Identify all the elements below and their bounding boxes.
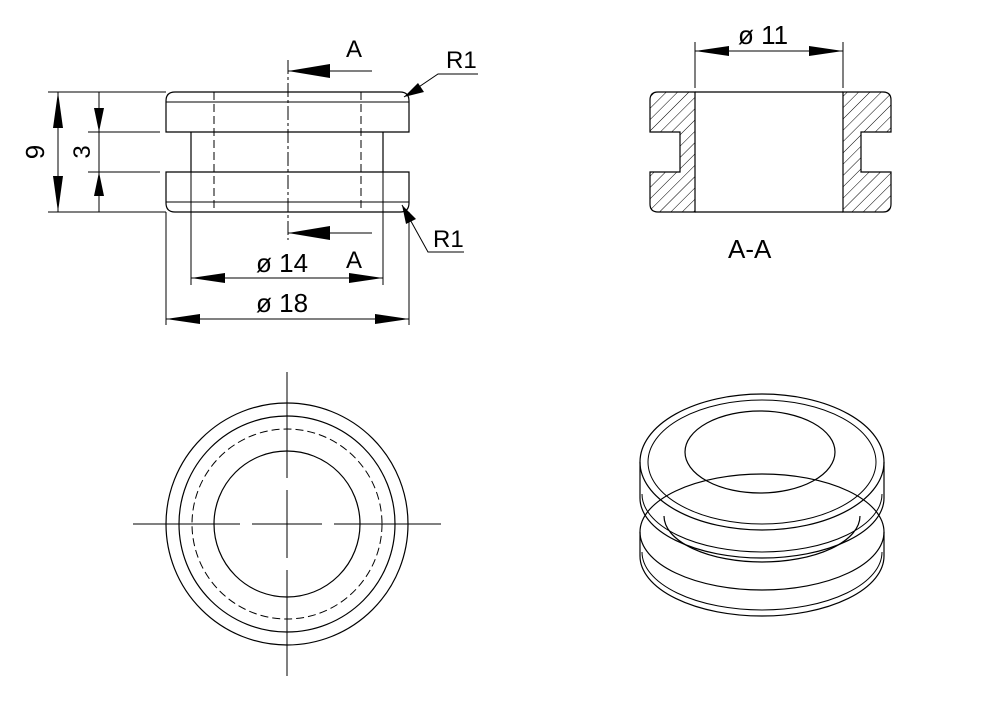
section-arrow-bottom — [288, 226, 330, 240]
radius-label-top: R1 — [446, 47, 477, 74]
section-marker-bottom: A — [346, 247, 362, 274]
section-wall-right — [842, 91, 892, 213]
dim-18-arrow-left — [166, 314, 200, 324]
dim-11-arrow-right — [809, 46, 843, 56]
dim-14-arrow-right — [349, 273, 383, 283]
dim-14-arrow-left — [191, 273, 225, 283]
section-label: A-A — [728, 234, 772, 264]
section-arrow-top — [288, 64, 330, 78]
dim-height-overall: 9 — [20, 145, 50, 159]
dim-9-arrow-bottom — [53, 176, 63, 212]
dim-18-arrow-right — [375, 314, 409, 324]
front-view: A A R1 R1 9 3 ø 14 — [20, 36, 478, 325]
dim-3-arrow-bottom — [94, 172, 104, 196]
dim-11-arrow-left — [695, 46, 729, 56]
isometric-view — [639, 393, 885, 617]
dim-9-arrow-top — [53, 92, 63, 128]
dim-3-arrow-top — [94, 108, 104, 132]
top-flange-outline — [165, 91, 410, 133]
iso-bore-ellipse — [684, 410, 836, 494]
radius-label-bottom: R1 — [433, 226, 464, 253]
dim-bore-diameter: ø 11 — [738, 20, 788, 50]
bottom-flange-outline — [165, 171, 410, 213]
dim-groove-width: 3 — [69, 145, 96, 158]
dim-inner-diameter: ø 14 — [256, 248, 308, 278]
dim-outer-diameter: ø 18 — [256, 288, 308, 318]
section-view: ø 11 A-A — [649, 20, 892, 264]
section-wall-left — [649, 91, 696, 213]
radius-arrow-top — [404, 83, 424, 97]
section-marker-top: A — [346, 36, 362, 63]
top-view — [133, 372, 441, 676]
iso-top-outer-ellipse — [639, 393, 885, 531]
